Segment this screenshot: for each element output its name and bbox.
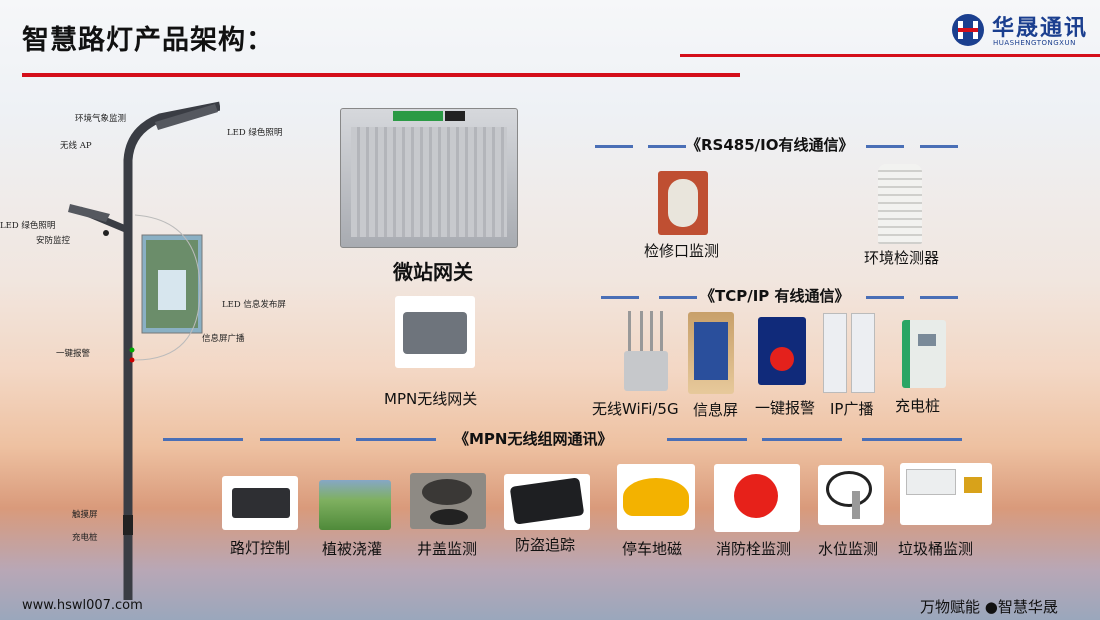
alarm-button-image <box>758 317 806 385</box>
pole-label: LED 绿色照明 <box>0 221 56 231</box>
ip-speaker-image <box>823 313 875 393</box>
irrigation-image <box>319 480 391 530</box>
dash <box>866 145 904 148</box>
manhole-image <box>410 473 486 529</box>
dash <box>920 296 958 299</box>
logo-name: 华晟通讯 <box>992 16 1089 41</box>
dash <box>163 438 243 441</box>
dash <box>866 296 904 299</box>
dash <box>762 438 842 441</box>
tcpip-heading: 《TCP/IP 有线通信》 <box>700 287 850 305</box>
dash <box>667 438 747 441</box>
dash <box>659 296 697 299</box>
logo-icon <box>952 14 984 46</box>
mpn-item-label: 井盖监测 <box>417 540 478 558</box>
gateway-label: 微站网关 <box>393 260 473 284</box>
dash <box>260 438 340 441</box>
tcpip-item-label: 充电桩 <box>895 397 941 415</box>
mpn-gateway-label: MPN无线网关 <box>384 390 478 408</box>
mpn-item-label: 垃圾桶监测 <box>898 540 974 558</box>
footer-slogan: 万物赋能 ●智慧华晟 <box>920 598 1058 616</box>
pole-label: 触摸屏 <box>72 510 98 520</box>
rs485-item-label: 环境检测器 <box>864 249 940 267</box>
pole-label: 安防监控 <box>36 236 71 246</box>
title-underline <box>22 73 740 77</box>
ev-charger-image <box>902 320 946 388</box>
inspection-port-image <box>658 171 708 235</box>
logo-subtitle: HUASHENGTONGXUN <box>993 39 1076 47</box>
dash <box>356 438 436 441</box>
pole-label: 一键报警 <box>56 349 91 359</box>
tcpip-item-label: 一键报警 <box>755 399 816 417</box>
mpn-item-label: 植被浇灌 <box>322 540 383 558</box>
dash <box>601 296 639 299</box>
mpn-gateway-image <box>395 296 475 368</box>
light-controller-image <box>222 476 298 530</box>
dash <box>862 438 962 441</box>
tcpip-item-label: IP广播 <box>830 400 874 418</box>
pole-label: LED 信息发布屏 <box>222 300 286 310</box>
mpn-item-label: 停车地磁 <box>622 540 683 558</box>
header-rule-right <box>680 54 1100 57</box>
tcpip-item-label: 无线WiFi/5G <box>592 400 679 418</box>
page-title: 智慧路灯产品架构： <box>22 25 274 56</box>
mpn-item-label: 消防栓监测 <box>716 540 792 558</box>
mpn-item-label: 水位监测 <box>818 540 879 558</box>
gateway-device-image <box>340 108 518 248</box>
environment-sensor-image <box>878 164 922 244</box>
dash <box>595 145 633 148</box>
dash <box>920 145 958 148</box>
rs485-heading: 《RS485/IO有线通信》 <box>686 136 854 154</box>
pole-label: 信息屏广播 <box>202 334 245 344</box>
anti-theft-tracker-image <box>504 474 590 530</box>
street-pole-illustration <box>68 101 220 600</box>
water-level-sensor-image <box>818 465 884 525</box>
dash <box>648 145 686 148</box>
pole-label: 无线 AP <box>60 141 92 151</box>
pole-label: 环境气象监测 <box>75 114 127 124</box>
parking-sensor-image <box>617 464 695 530</box>
mpn-item-label: 路灯控制 <box>230 539 291 557</box>
mpn-heading: 《MPN无线组网通讯》 <box>454 430 613 448</box>
hydrant-sensor-image <box>714 464 800 532</box>
pole-label: LED 绿色照明 <box>227 128 283 138</box>
rs485-item-label: 检修口监测 <box>644 242 720 260</box>
mpn-item-label: 防盗追踪 <box>515 536 576 554</box>
footer-url: www.hswl007.com <box>22 598 143 613</box>
info-screen-image <box>688 312 734 394</box>
wifi-ap-image <box>620 311 670 391</box>
tcpip-item-label: 信息屏 <box>693 401 739 419</box>
pole-label: 充电桩 <box>72 533 98 543</box>
trash-bin-sensor-image <box>900 463 992 525</box>
